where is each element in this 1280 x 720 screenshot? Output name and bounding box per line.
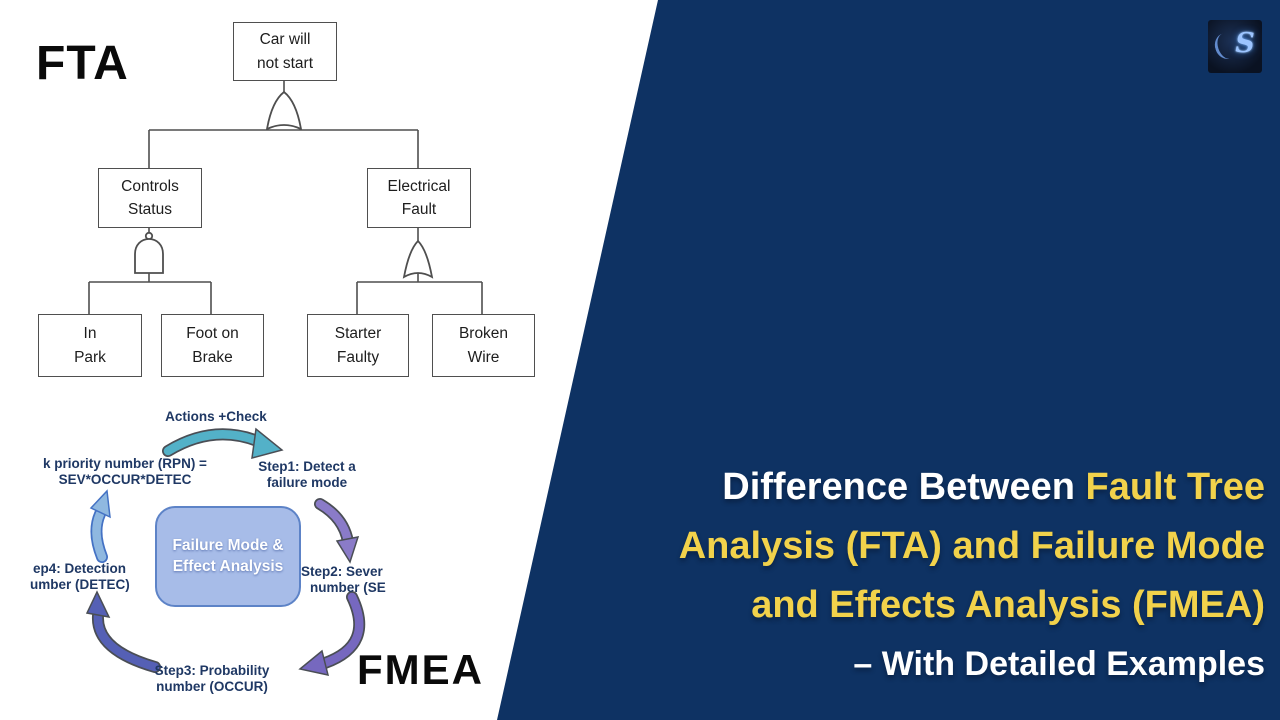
- fmea-center-line: Failure Mode &: [172, 536, 284, 554]
- fmea-step3-label: Step3: Probability number (OCCUR): [148, 663, 276, 694]
- or-gate-icon: [265, 90, 303, 131]
- fmea-rpn-line2: SEV*OCCUR*DETEC: [58, 471, 192, 487]
- or-gate-icon: [402, 239, 434, 279]
- node-label-line: Wire: [467, 348, 500, 366]
- cycle-arrow-bottom-icon: [85, 590, 161, 673]
- fmea-step3-line2: number (OCCUR): [156, 678, 268, 694]
- node-label-line: not start: [257, 54, 313, 72]
- fmea-step1-label: Step1: Detect a failure mode: [248, 459, 366, 490]
- fmea-heading: FMEA: [357, 646, 484, 693]
- cycle-arrow-top-icon: [162, 427, 284, 460]
- fmea-center-line: Effect Analysis: [172, 557, 284, 575]
- node-label-line: Foot on: [186, 325, 239, 343]
- fta-node-electrical-fault: Electrical Fault: [367, 168, 471, 228]
- cycle-arrow-right-upper-icon: [314, 498, 360, 564]
- and-gate-icon: [134, 238, 164, 274]
- node-label-line: Starter: [334, 325, 382, 343]
- fmea-step3-line1: Step3: Probability: [154, 663, 270, 678]
- node-label-line: Brake: [192, 348, 233, 366]
- fmea-rpn-label: k priority number (RPN) = SEV*OCCUR*DETE…: [22, 456, 228, 487]
- fmea-step2-label-line1: Step2: Sever: [301, 564, 383, 579]
- node-label-line: Fault: [401, 201, 437, 218]
- page-title: Difference Between Fault Tree Analysis (…: [679, 458, 1265, 694]
- title-line1-white: Difference Between: [722, 466, 1075, 508]
- fta-node-foot-on-brake: Foot on Brake: [161, 314, 264, 377]
- node-label-line: Faulty: [336, 348, 380, 366]
- title-line-2: Analysis (FTA) and Failure Mode: [678, 525, 1265, 567]
- fmea-step4-label-line1: ep4: Detection: [33, 561, 127, 576]
- node-label-line: Status: [128, 201, 172, 218]
- fmea-step1-line1: Step1: Detect a: [258, 459, 356, 474]
- logo-letter: S: [1235, 28, 1255, 59]
- title-line-1: Difference Between Fault Tree: [679, 458, 1265, 517]
- fta-node-car-will-not-start: Car will not start: [233, 22, 337, 81]
- fta-node-controls-status: Controls Status: [98, 168, 202, 228]
- title-line-3: and Effects Analysis (FMEA): [751, 584, 1265, 626]
- fta-node-broken-wire: Broken Wire: [432, 314, 535, 377]
- fta-heading: FTA: [36, 37, 129, 90]
- fmea-step4-label-line2: umber (DETEC): [30, 577, 130, 592]
- fmea-step2-label-line2: number (SE: [310, 580, 386, 595]
- title-line-4: – With Detailed Examples: [853, 645, 1265, 683]
- cycle-arrow-left-icon: [89, 489, 111, 563]
- node-label-line: Electrical: [387, 177, 451, 195]
- brand-logo: S: [1208, 20, 1262, 73]
- fmea-step1-line2: failure mode: [266, 474, 348, 490]
- node-label-line: Park: [74, 348, 106, 366]
- node-label-line: Broken: [458, 325, 509, 343]
- fta-node-in-park: In Park: [38, 314, 142, 377]
- fmea-rpn-line1: k priority number (RPN) =: [43, 456, 207, 471]
- fmea-actions-label: Actions +Check: [165, 409, 267, 424]
- node-label-line: In: [83, 325, 97, 343]
- and-gate-bubble-icon: [144, 231, 154, 241]
- cycle-arrow-right-lower-icon: [298, 591, 366, 676]
- title-line1-yellow: Fault Tree: [1074, 466, 1265, 508]
- fta-node-starter-faulty: Starter Faulty: [307, 314, 409, 377]
- node-label-line: Controls: [121, 177, 179, 195]
- node-label-line: Car will: [259, 31, 311, 49]
- fmea-center-box: Failure Mode & Effect Analysis: [155, 506, 301, 607]
